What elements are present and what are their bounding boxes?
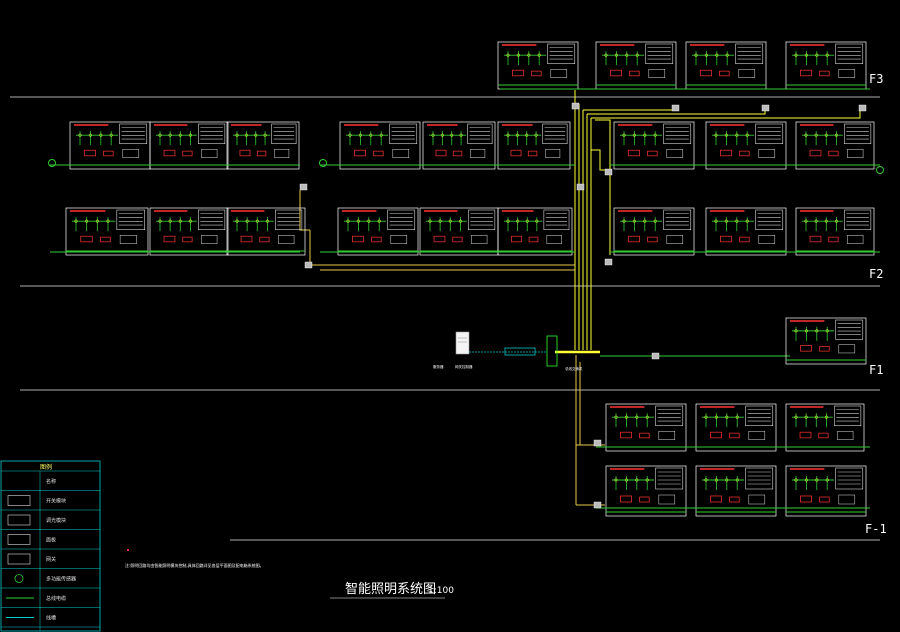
distribution-panel: [785, 465, 867, 517]
drawing-scale: 1:100: [428, 586, 454, 596]
bus-branch-f3: [574, 90, 861, 119]
floor-label-f2: F2: [869, 267, 883, 281]
power-source-icon: [319, 159, 327, 167]
junction-box-icon: [604, 258, 613, 266]
legend-row-label: 多功能传感器: [46, 576, 76, 583]
legend-row-label: 调光模块: [46, 517, 66, 524]
floor-label-f-1: F-1: [865, 522, 887, 536]
junction-box-icon: [671, 104, 680, 112]
floor-label-f1: F1: [869, 363, 883, 377]
hub-label: 总线交换机: [565, 366, 583, 371]
distribution-panel: [695, 465, 777, 517]
junction-box-icon: [593, 439, 602, 447]
legend-row-label: 名称: [46, 478, 56, 485]
distribution-panel: [226, 207, 306, 256]
distribution-panel: [785, 317, 867, 365]
server-label: 服务器: [433, 364, 444, 369]
bus-riser: [574, 100, 592, 350]
legend-row-label: 线槽: [46, 615, 56, 622]
junction-box-icon: [651, 352, 660, 360]
junction-box-icon: [304, 261, 313, 269]
distribution-panel: [65, 207, 149, 256]
distribution-panel: [795, 207, 875, 256]
legend-symbol-icon: [7, 534, 31, 545]
distribution-panel: [337, 207, 419, 256]
distribution-panel: [149, 207, 229, 256]
legend-row-label: 总线电缆: [46, 595, 66, 602]
legend-row-label: 网关: [46, 556, 56, 563]
legend-symbol-icon: [7, 553, 31, 565]
gateway-icon: [504, 347, 536, 356]
junction-box-icon: [576, 183, 585, 191]
drawing-title: 智能照明系统图: [345, 582, 436, 597]
bus-riser-down: [575, 355, 581, 505]
legend-row-label: 开关模块: [46, 498, 66, 505]
legend-sensor-icon: [14, 574, 24, 583]
legend-row-label: 面板: [46, 537, 56, 544]
power-source-icon: [48, 159, 56, 167]
hub-icon: [546, 335, 558, 367]
junction-box-icon: [299, 183, 308, 191]
distribution-panel: [613, 207, 695, 256]
distribution-panel: [795, 121, 875, 170]
distribution-panel: [605, 465, 687, 517]
junction-box-icon: [761, 104, 770, 112]
junction-box-icon: [604, 168, 613, 176]
floor-label-f3: F3: [869, 72, 883, 86]
distribution-panels: [48, 41, 884, 517]
floor-separators: [10, 96, 880, 541]
server-icon: [455, 331, 470, 355]
power-source-icon: [876, 166, 884, 174]
central-equipment: 服务器 网关控制器 总线交换机: [433, 331, 583, 371]
junction-box-icon: [593, 501, 602, 509]
junction-box-icon: [571, 102, 580, 110]
distribution-panel: [226, 121, 300, 170]
legend-symbol-icon: [7, 514, 31, 526]
drawing-note: 注:照明回路均由智能照明模块控制,具体回路详见各层平面图及配电箱系统图。: [125, 562, 264, 568]
distribution-panel: [685, 41, 767, 90]
junction-box-icon: [858, 104, 867, 112]
note-marker: [127, 549, 129, 551]
gateway-label: 网关控制器: [455, 364, 473, 369]
distribution-panel: [705, 207, 787, 256]
legend-symbol-icon: [7, 495, 31, 506]
legend-header: 图例: [40, 463, 52, 471]
distribution-panel: [497, 207, 573, 256]
